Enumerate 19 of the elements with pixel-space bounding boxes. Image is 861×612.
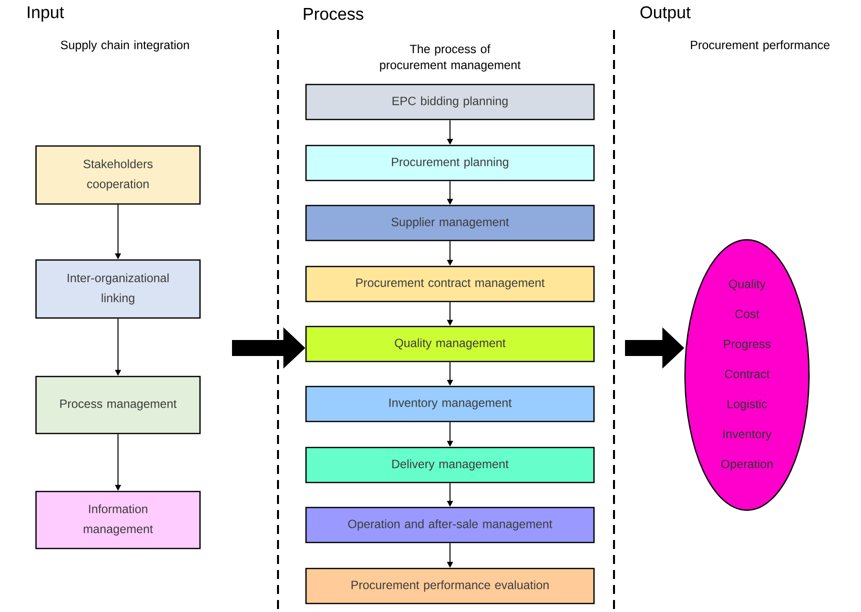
process-box: Stakeholders cooperation [35,145,201,205]
process-box: Procurement planning [305,144,595,182]
process-box: Operation and after-sale management [305,506,595,544]
process-box: Quality management [305,326,595,362]
process-box: Delivery management [305,446,595,484]
process-box: Information management [35,490,201,550]
process-box: Supplier management [305,204,595,242]
column-heading: Supply chain integration [60,40,189,52]
process-box: EPC bidding planning [305,84,595,120]
process-box: Procurement contract management [305,266,595,302]
section-heading: Process [304,8,364,20]
section-heading: Output [640,6,691,22]
process-box: Process management [35,376,201,434]
column-heading: Procurement performance [690,40,830,52]
process-box: Inter-organizational linking [35,259,201,319]
section-heading: Input [28,6,64,22]
process-box: Inventory management [305,386,595,422]
process-box: Procurement performance evaluation [305,568,595,604]
column-heading: The process of procurement management [380,44,521,72]
